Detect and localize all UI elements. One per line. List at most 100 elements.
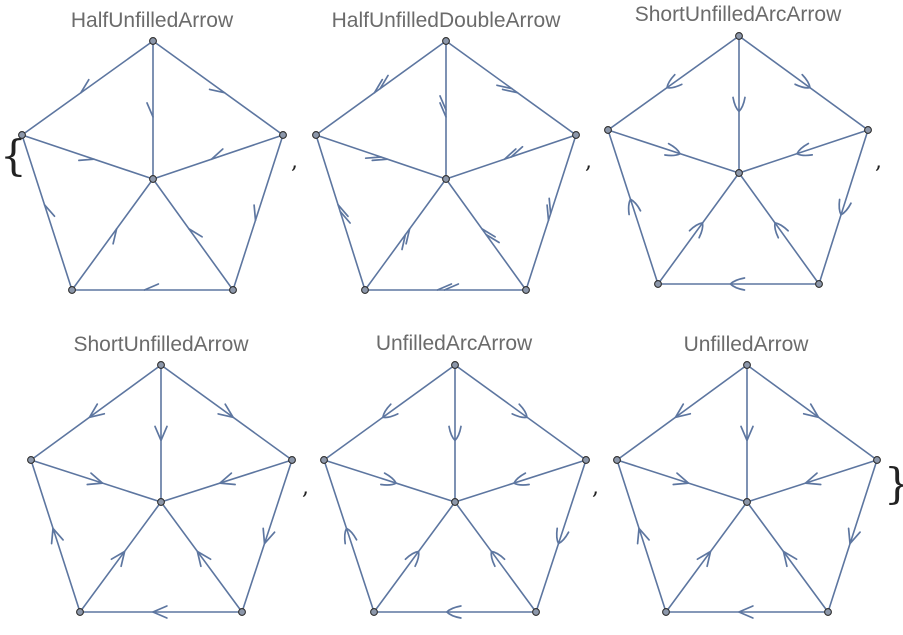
arrowhead-2-3 [738,605,754,619]
arrowhead-3-4 [343,527,358,545]
vertex-5 [149,175,157,183]
arrowhead-1-2 [555,527,570,545]
edge-0-1 [160,364,293,461]
list-open-brace: { [0,131,27,180]
arrowhead-0-1 [496,84,519,94]
arrowhead-0-4 [80,78,90,94]
list-close-brace: } [884,459,903,508]
vertex-1 [582,456,590,464]
arrowhead-2-5 [188,228,203,238]
graph-title: UnfilledArcArrow [376,332,533,355]
edge-1-2 [827,459,878,613]
graph-title: ShortUnfilledArrow [73,333,249,356]
edge-1-5 [746,459,878,503]
arrowhead-3-4 [43,203,56,218]
edge-2-5 [738,172,820,285]
arrowhead-0-5 [448,425,462,442]
vertex-5 [735,169,743,177]
arrowhead-1-5 [796,142,814,157]
arrowhead-2-3 [152,605,168,619]
arrowhead-3-5 [110,550,126,568]
graph-arrowheads [343,403,570,619]
edge-0-4 [21,40,154,136]
vertex-1 [279,131,287,139]
graph-title: ShortUnfilledArcArrow [635,3,842,26]
arrowhead-2-3 [729,277,746,291]
edge-0-4 [607,35,740,131]
arrowhead-3-5 [404,550,420,568]
arrowhead-3-4 [636,527,650,545]
separator-comma-1: , [291,149,298,174]
vertex-0 [157,361,165,369]
vertex-0 [735,32,743,40]
arrowhead-4-5 [380,472,397,486]
arrowhead-1-5 [219,472,236,486]
vertex-1 [572,131,580,139]
graph-nodes [613,361,881,616]
graph-edges [315,40,577,291]
vertex-0 [442,37,450,45]
graph-arrowheads [337,74,552,291]
graph-nodes [312,37,580,294]
graph-nodes [604,32,872,288]
vertex-2 [229,286,237,294]
edge-4-5 [30,459,162,503]
edge-3-5 [665,501,748,613]
arrowhead-0-5 [732,96,746,113]
vertex-0 [149,37,157,45]
edge-0-1 [454,364,587,461]
vertex-1 [873,456,881,464]
vertex-4 [18,131,26,139]
edge-1-2 [232,134,284,291]
arrowhead-0-5 [740,425,754,442]
edge-0-4 [616,364,748,461]
arrowhead-2-5 [196,550,212,568]
vertex-5 [743,498,751,506]
edge-3-4 [30,459,81,613]
graph-title: HalfUnfilledDoubleArrow [332,9,562,32]
arrowhead-1-2 [253,204,257,222]
vertex-2 [815,280,823,288]
edge-3-5 [71,178,154,291]
vertex-2 [824,608,832,616]
arrowhead-0-4 [666,73,683,89]
arrowhead-0-5 [154,425,168,442]
graph-edges [616,364,878,613]
edge-0-1 [152,40,284,136]
edge-3-4 [323,459,375,613]
vertex-1 [864,126,872,134]
edge-4-5 [616,459,748,503]
edge-0-1 [738,35,869,131]
arrowhead-0-4 [674,403,692,419]
arrowhead-0-4 [88,403,106,419]
graph-arrowheads [627,73,852,291]
arrowhead-2-3 [436,283,460,291]
vertex-0 [451,361,459,369]
graph-arrowheads [43,78,257,291]
edge-3-5 [373,501,456,613]
vertex-4 [27,456,35,464]
edge-3-4 [616,459,667,613]
separator-comma-3: , [875,149,882,174]
edge-2-5 [152,178,234,291]
vertex-4 [312,131,320,139]
graph-edges [607,35,869,285]
graph-title: UnfilledArrow [684,333,810,356]
arrowhead-1-5 [210,148,224,161]
edge-1-5 [454,459,587,503]
edge-1-2 [535,459,587,613]
vertex-2 [238,608,246,616]
arrowhead-3-4 [337,203,351,224]
edge-1-2 [241,459,293,613]
vertex-2 [522,286,530,294]
arrowhead-3-4 [627,198,642,216]
arrowhead-3-5 [401,228,411,251]
arrowhead-1-2 [838,198,852,216]
arrowhead-4-5 [78,158,95,162]
graph-panel-unfilled-arrow: UnfilledArrow [613,333,881,619]
arrowhead-0-5 [439,95,447,118]
graph-panel-half-unfilled-double-arrow: HalfUnfilledDoubleArrow [312,9,580,294]
vertex-1 [288,456,296,464]
edge-2-5 [454,501,537,613]
